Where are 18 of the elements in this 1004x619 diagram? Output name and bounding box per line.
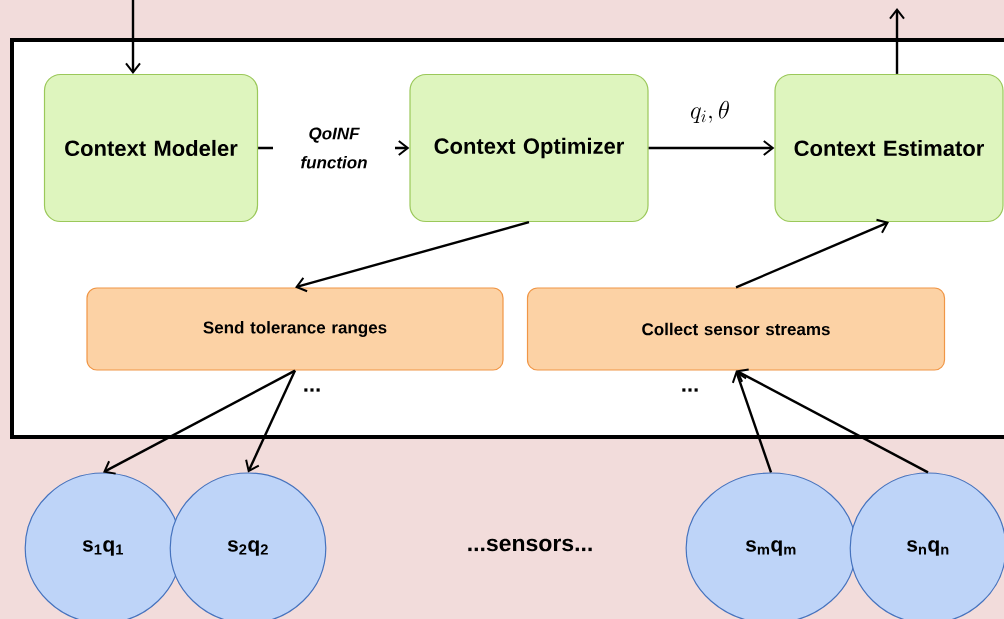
arrow (731, 370, 773, 473)
arrow (295, 220, 530, 293)
arrow (103, 369, 296, 475)
ellipsis-label: ... (304, 388, 320, 392)
edge-label: QoINF function (273, 126, 395, 170)
process-box: Context Estimator (774, 73, 1004, 223)
arrow (648, 140, 775, 156)
process-box: Context Modeler (43, 73, 259, 223)
process-box: Context Optimizer (409, 73, 649, 223)
edge-label: $q_i,\theta$ (689, 99, 731, 125)
arrow (889, 8, 905, 74)
arrow (735, 218, 889, 289)
step-box: Collect sensor streams (526, 287, 946, 371)
arrow (245, 370, 297, 473)
ellipsis-label: ...sensors... (468, 538, 592, 552)
step-box: Send tolerance ranges (86, 287, 504, 371)
arrow (125, 0, 141, 74)
arrow (736, 368, 929, 474)
